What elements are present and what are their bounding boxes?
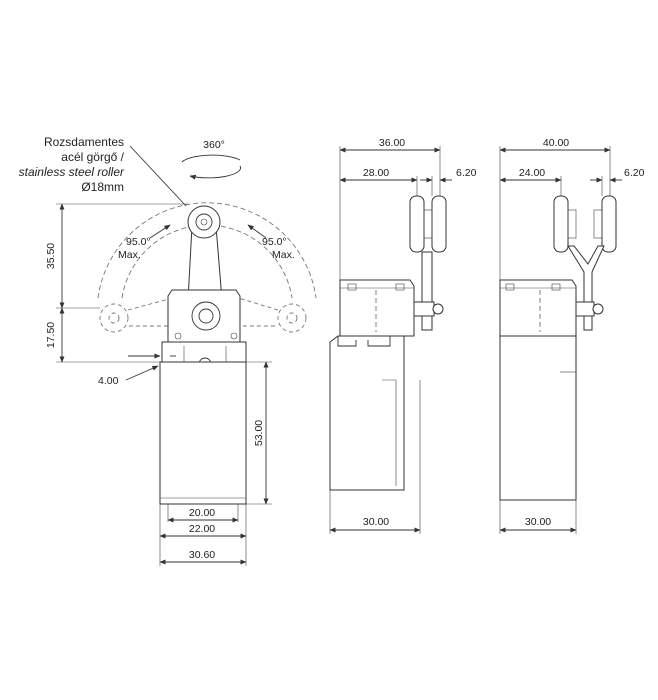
side-b-shaft: [575, 301, 595, 317]
side-b-screw-1: [505, 283, 515, 291]
ghost-lever-right: [229, 295, 307, 333]
angle-right-value: 95.0°: [262, 236, 287, 248]
roller-callout: Rozsdamentes acél görgő / stainless stee…: [19, 135, 187, 207]
side-b-6-20-text: 6.20: [624, 167, 645, 179]
side-a-roller-2: [431, 195, 447, 253]
side-a-shaft: [413, 301, 435, 317]
switch-body: [159, 361, 247, 505]
switch-head: [167, 289, 241, 343]
rotation-arc-top: [181, 154, 241, 163]
side-a-dims: 36.00 28.00 6.20 30.00: [329, 137, 477, 534]
side-a-lever-rod: [421, 251, 433, 331]
dim-20-00-text: 20.00: [189, 507, 215, 519]
side-b-30-00-text: 30.00: [525, 516, 551, 528]
roller: [187, 205, 221, 239]
callout-leader: [129, 145, 187, 207]
side-a-6-20-text: 6.20: [456, 167, 477, 179]
side-a-screw-1: [347, 283, 357, 291]
side-b-screw-2: [551, 283, 561, 291]
side-a-36-00-text: 36.00: [379, 137, 405, 149]
side-b-roller-2: [601, 195, 617, 253]
dim-35-50: 35.50: [45, 203, 188, 309]
dim-4-00: 4.00: [98, 353, 176, 387]
callout-line-2: acél görgő /: [61, 150, 124, 164]
shaft-boss: [191, 301, 221, 331]
side-a-screw-2: [395, 283, 405, 291]
dim-53-00: 53.00: [246, 361, 272, 505]
head-screw-left: [174, 332, 182, 340]
ghost-lever-left: [99, 295, 183, 333]
side-a-body: [329, 335, 405, 491]
head-screw-right: [230, 332, 238, 340]
roller-hub: [195, 213, 213, 231]
dim-bottom-front: 20.00 22.00 30.60: [159, 504, 247, 566]
side-b-roller-1: [553, 195, 569, 253]
side-a-notch-right: [367, 336, 391, 347]
side-a-edge: [382, 379, 397, 486]
side-b-roller-hub-2: [593, 209, 603, 239]
dim-17-50: 17.50: [45, 307, 160, 363]
callout-line-3: stainless steel roller: [19, 165, 125, 179]
rotation-arc-bottom: [189, 165, 241, 180]
rotation-label: 360°: [203, 139, 225, 151]
side-view-a: 36.00 28.00 6.20 30.00: [329, 137, 477, 534]
dim-30-60-text: 30.60: [189, 549, 215, 561]
front-view: Rozsdamentes acél görgő / stainless stee…: [19, 135, 317, 566]
side-a-28-00-text: 28.00: [363, 167, 389, 179]
side-b-dims: 40.00 24.00 6.20 30.00: [499, 137, 645, 534]
angle-left-value: 95.0°: [126, 236, 151, 248]
callout-line-1: Rozsdamentes: [44, 135, 124, 149]
side-b-roller-hub-1: [567, 209, 577, 239]
side-a-head: [339, 279, 415, 337]
angle-left-arrow: [149, 224, 171, 239]
dim-4-00-text: 4.00: [98, 375, 119, 387]
shaft-center: [198, 308, 214, 324]
sweep-arc-outer: [97, 202, 317, 299]
angle-left-note: Max.: [118, 249, 141, 261]
side-a-roller-1: [409, 195, 425, 253]
side-b-nut: [592, 303, 604, 315]
side-b-body: [499, 335, 577, 501]
dim-53-00-text: 53.00: [253, 420, 265, 446]
roller-axle: [200, 218, 208, 226]
side-a-roller-hub: [423, 209, 433, 239]
angle-right-note: Max.: [272, 249, 295, 261]
side-b-head: [499, 279, 577, 337]
side-view-b: 40.00 24.00 6.20 30.00: [499, 137, 645, 534]
side-a-30-00-text: 30.00: [363, 516, 389, 528]
dim-17-50-text: 17.50: [45, 322, 57, 348]
callout-line-4: Ø18mm: [81, 180, 124, 194]
side-b-24-00-text: 24.00: [519, 167, 545, 179]
side-a-notch-left: [337, 336, 357, 347]
side-a-nut: [432, 303, 444, 315]
angle-right-arrow: [247, 224, 267, 239]
side-b-forked-lever: [567, 245, 605, 331]
dim-35-50-text: 35.50: [45, 243, 57, 269]
rotation-symbol: 360°: [181, 139, 241, 180]
dim-22-00-text: 22.00: [189, 523, 215, 535]
side-b-40-00-text: 40.00: [543, 137, 569, 149]
